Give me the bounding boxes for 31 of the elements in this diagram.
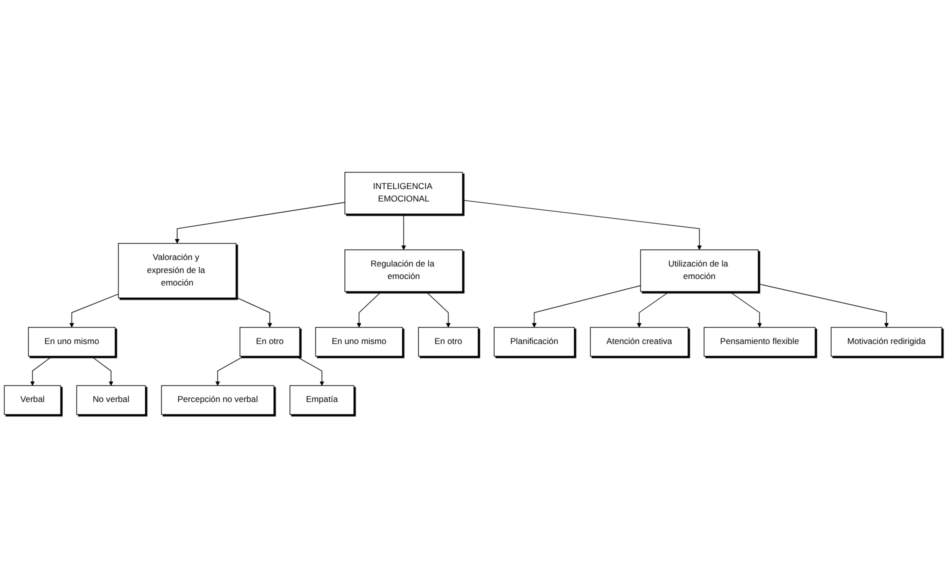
node-box: Verbal [4, 385, 61, 415]
arrow [295, 356, 324, 386]
arrow [174, 202, 346, 244]
arrow [462, 200, 702, 250]
arrow [69, 294, 119, 328]
node-box: INTELIGENCIA EMOCIONAL [344, 172, 463, 214]
node-box: Regulación de la emoción [344, 250, 463, 292]
arrow [728, 291, 762, 328]
arrow [30, 356, 53, 386]
arrow [758, 284, 889, 328]
node-box: Pensamiento flexible [704, 327, 816, 357]
node-box: Valoración y expresión de la emoción [118, 243, 236, 298]
arrow [532, 285, 641, 328]
arrow [90, 356, 114, 386]
node-box: Empatía [290, 385, 354, 415]
node-box: En otro [240, 327, 300, 357]
arrow [215, 356, 244, 386]
node-box: No verbal [76, 385, 146, 415]
node-box: En uno mismo [28, 327, 116, 357]
node-box: Utilización de la emoción [640, 250, 759, 292]
arrow [356, 291, 382, 328]
arrow [236, 297, 272, 328]
node-box: Motivación redirigida [830, 327, 942, 357]
node-box: En uno mismo [315, 327, 403, 357]
node-box: En otro [418, 327, 478, 357]
node-box: Percepción no verbal [161, 385, 274, 415]
arrow [401, 214, 406, 250]
arrow [426, 291, 451, 328]
node-box: Atención creativa [590, 327, 688, 357]
node-box: Planificación [494, 327, 575, 357]
arrow [636, 291, 670, 328]
